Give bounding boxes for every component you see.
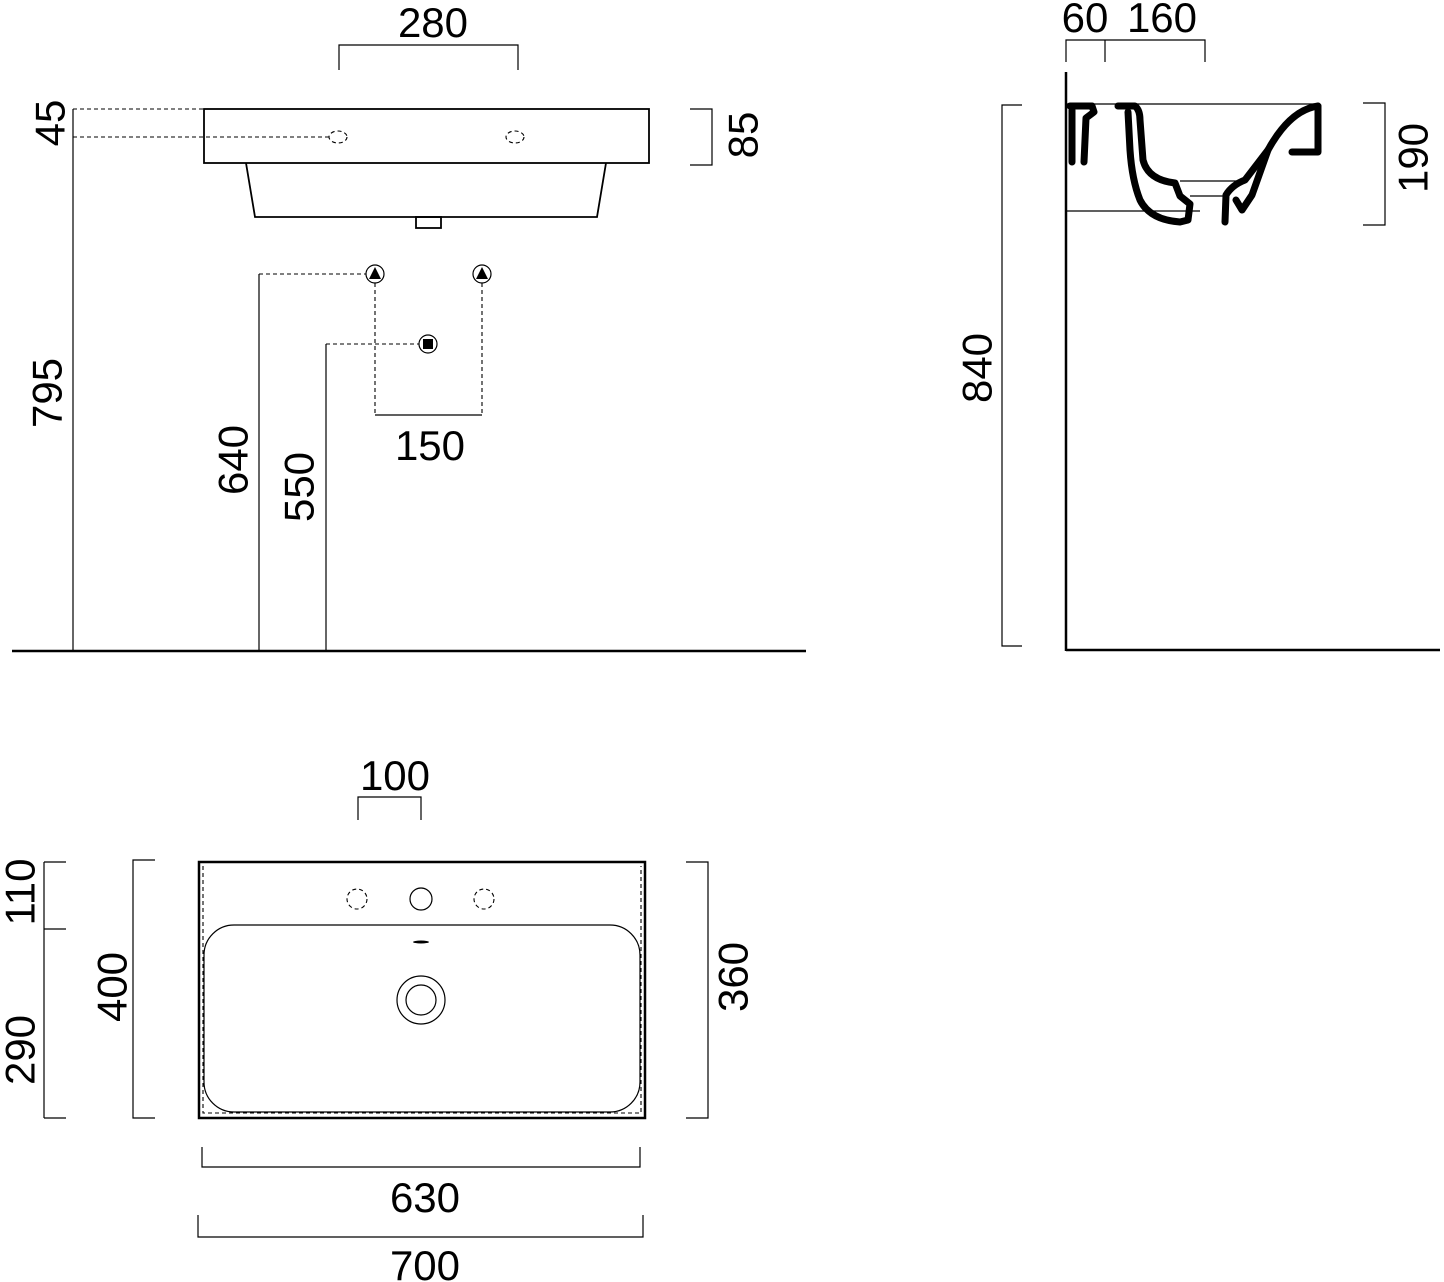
top-view: 100 630 700 110 290 400 360 xyxy=(0,752,757,1282)
basin-outline xyxy=(197,860,647,1120)
dim-45: 45 xyxy=(27,100,74,147)
dim-85: 85 xyxy=(720,112,767,159)
dim-160: 160 xyxy=(1127,0,1197,41)
overflow-slot xyxy=(413,940,429,944)
dimension-line-85 xyxy=(690,108,713,166)
supply-symbol-left xyxy=(365,264,385,284)
dim-150: 150 xyxy=(395,422,465,469)
waste-outlet xyxy=(415,216,442,229)
dim-100: 100 xyxy=(360,752,430,799)
dim-290: 290 xyxy=(0,1015,44,1085)
tap-hole-optional-right xyxy=(473,888,495,910)
dim-400: 400 xyxy=(89,952,136,1022)
front-view: 280 150 45 85 795 640 550 xyxy=(12,0,806,653)
dimension-line-60-160 xyxy=(1065,39,1206,62)
dimension-line-700 xyxy=(197,1215,644,1238)
tap-hole-right xyxy=(505,130,525,144)
dimension-line-630 xyxy=(201,1147,641,1168)
drain-inner xyxy=(405,984,437,1016)
dim-110: 110 xyxy=(0,859,44,926)
bowl-outline xyxy=(203,924,641,1113)
basin-body xyxy=(245,162,607,218)
side-view: 60 160 840 190 xyxy=(954,0,1440,652)
dimension-line-100 xyxy=(357,796,422,820)
wall-bracket-section xyxy=(1066,102,1098,166)
dimension-line-280 xyxy=(338,44,519,70)
dimension-line-400 xyxy=(132,859,155,1119)
dim-840: 840 xyxy=(954,333,1001,403)
dim-795: 795 xyxy=(24,358,71,428)
tap-hole-optional-left xyxy=(346,888,368,910)
dim-190: 190 xyxy=(1390,123,1437,193)
dim-360: 360 xyxy=(710,942,757,1012)
dimension-line-190 xyxy=(1363,102,1386,226)
hidden-edge xyxy=(202,866,642,1114)
dim-550: 550 xyxy=(276,452,323,522)
dimension-line-360 xyxy=(686,861,709,1119)
tap-hole-center xyxy=(409,887,433,911)
dimension-line-840 xyxy=(1001,104,1022,647)
basin-section-front xyxy=(1114,102,1194,226)
dim-630: 630 xyxy=(390,1174,460,1221)
dim-700: 700 xyxy=(390,1242,460,1282)
tap-hole-left xyxy=(328,130,348,144)
dim-280: 280 xyxy=(398,0,468,46)
drain-outer xyxy=(396,975,446,1025)
waste-symbol xyxy=(418,334,438,354)
dim-640: 640 xyxy=(210,425,257,495)
dim-60: 60 xyxy=(1062,0,1109,41)
basin-rim xyxy=(203,108,650,164)
dimension-line-110-290 xyxy=(43,861,66,1119)
supply-symbol-right xyxy=(472,264,492,284)
